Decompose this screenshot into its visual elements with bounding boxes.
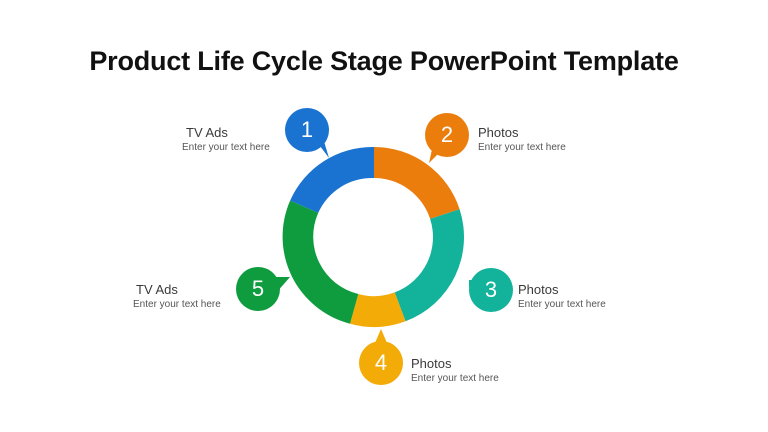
stage-5-text: Enter your text here bbox=[133, 299, 221, 310]
stage-2-label: Photos Enter your text here bbox=[478, 125, 566, 155]
stage-5-heading: TV Ads bbox=[136, 282, 178, 297]
slide-title: Product Life Cycle Stage PowerPoint Temp… bbox=[89, 46, 679, 76]
stage-4-heading: Photos bbox=[411, 356, 452, 371]
ring-segment-3 bbox=[394, 209, 464, 322]
stage-1-heading: TV Ads bbox=[186, 125, 228, 140]
stage-1-text: Enter your text here bbox=[182, 142, 270, 153]
stage-1-marker: 1 bbox=[285, 108, 335, 158]
stage-4-label: Photos Enter your text here bbox=[411, 356, 499, 386]
stage-3-text: Enter your text here bbox=[518, 299, 606, 310]
stage-2-number: 2 bbox=[440, 122, 454, 147]
stage-1-number: 1 bbox=[300, 117, 314, 142]
stage-4-marker: 4 bbox=[359, 329, 409, 391]
stage-2-heading: Photos bbox=[478, 125, 519, 140]
stage-1-label: TV Ads Enter your text here bbox=[182, 125, 270, 155]
speech-bubble-icon bbox=[359, 329, 403, 385]
stage-5-marker: 5 bbox=[236, 267, 290, 317]
speech-bubble-icon bbox=[285, 108, 329, 158]
stage-2-text: Enter your text here bbox=[478, 142, 566, 153]
speech-bubble-icon bbox=[469, 268, 513, 312]
stage-5-number: 5 bbox=[251, 276, 265, 301]
stage-4-text: Enter your text here bbox=[411, 373, 499, 384]
stage-4-number: 4 bbox=[374, 350, 388, 375]
ring-segment-1 bbox=[290, 146, 374, 213]
speech-bubble-icon bbox=[236, 267, 290, 311]
stage-2-marker: 2 bbox=[425, 113, 475, 163]
speech-bubble-icon bbox=[425, 113, 469, 163]
stage-3-label: Photos Enter your text here bbox=[518, 282, 606, 312]
stage-3-number: 3 bbox=[484, 277, 498, 302]
ring-segment-4 bbox=[350, 292, 406, 327]
stage-5-label: TV Ads Enter your text here bbox=[133, 282, 221, 312]
ring-segment-2 bbox=[374, 146, 460, 219]
stage-3-heading: Photos bbox=[518, 282, 559, 297]
stage-3-marker: 3 bbox=[469, 268, 519, 318]
ring-segment-5 bbox=[282, 200, 359, 324]
